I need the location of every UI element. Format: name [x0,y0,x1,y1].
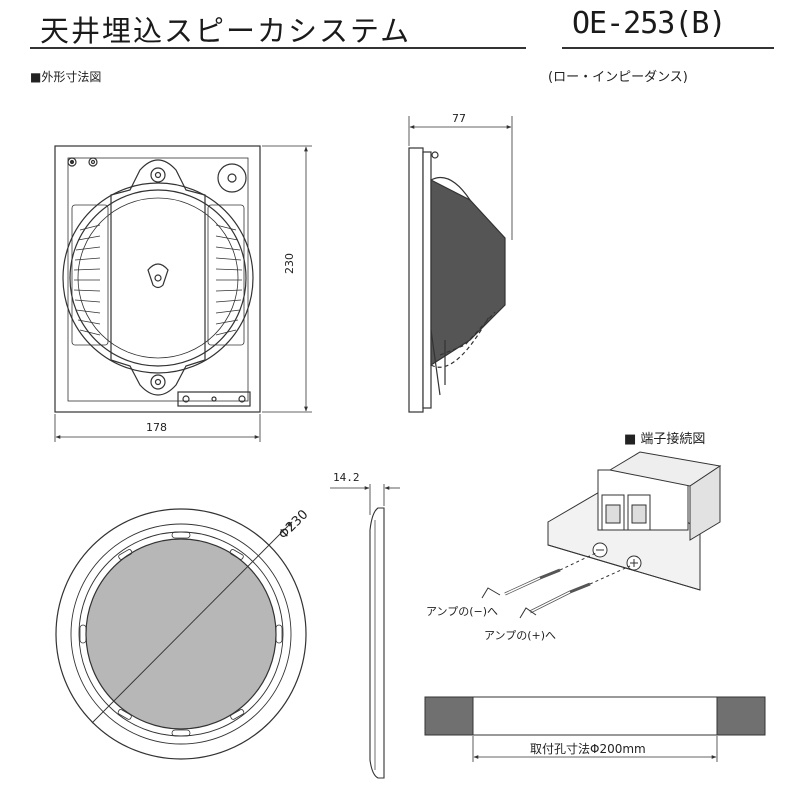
amp-minus-label: アンプの(−)へ [426,605,499,618]
grille-depth-dimension: 14.2 [333,471,360,484]
title-underline [30,47,526,49]
amp-plus-label: アンプの(+)へ [484,629,557,642]
terminal-heading: ■ 端子接続図 [624,432,706,447]
side-view [408,147,506,413]
width-dimension: 178 [146,421,167,434]
page-title: 天井埋込スピーカシステム [40,14,412,48]
depth-dimension: 77 [452,112,466,125]
impedance-subtitle: (ロー・インピーダンス) [548,70,688,85]
outline-heading: ■外形寸法図 [30,70,102,84]
cutout-dimension: 取付孔寸法Φ200mm [530,742,646,756]
height-dimension: 230 [283,253,296,274]
model-number: OE-253(B) [572,6,727,41]
terminal-diagram [481,451,722,619]
model-underline [562,47,774,49]
cutout-diagram [424,696,766,736]
grille-side-view [369,507,385,779]
grille-front-view [55,508,307,760]
front-view [54,145,261,413]
